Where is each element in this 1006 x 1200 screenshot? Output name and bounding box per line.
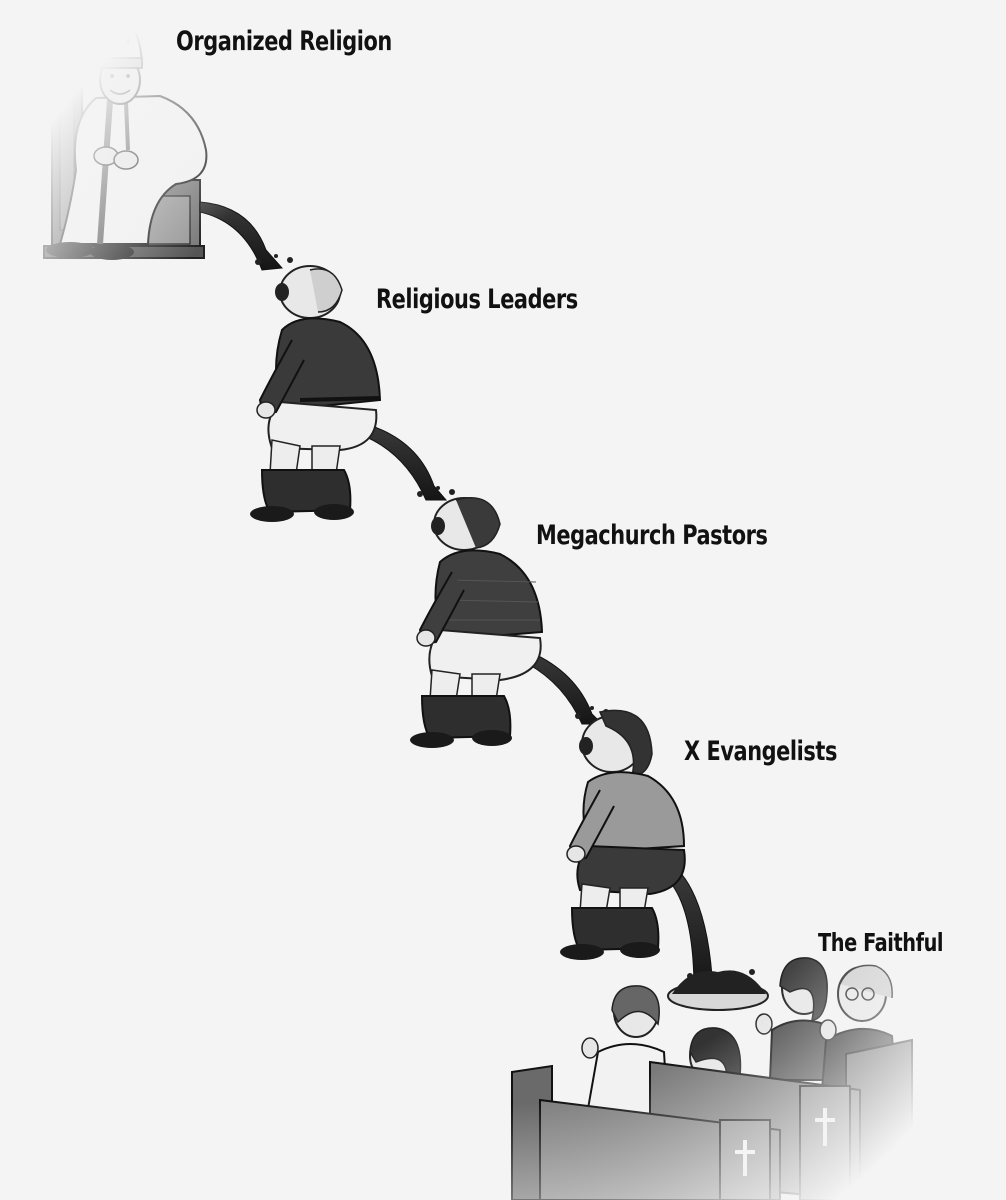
caption-x-evangelists: X Evangelists (684, 736, 837, 767)
caption-the-faithful: The Faithful (818, 928, 944, 957)
x-evangelist-figure (560, 709, 686, 960)
caption-religious-leaders: Religious Leaders (376, 284, 578, 315)
caption-megachurch-pastors: Megachurch Pastors (536, 520, 768, 551)
congregation-scene (511, 957, 913, 1200)
stream-3 (527, 651, 604, 725)
megachurch-pastor-figure (410, 496, 544, 748)
stream-2 (363, 423, 448, 501)
stream-1 (199, 201, 284, 271)
caption-organized-religion: Organized Religion (176, 26, 392, 57)
religious-leader-figure (250, 265, 382, 522)
